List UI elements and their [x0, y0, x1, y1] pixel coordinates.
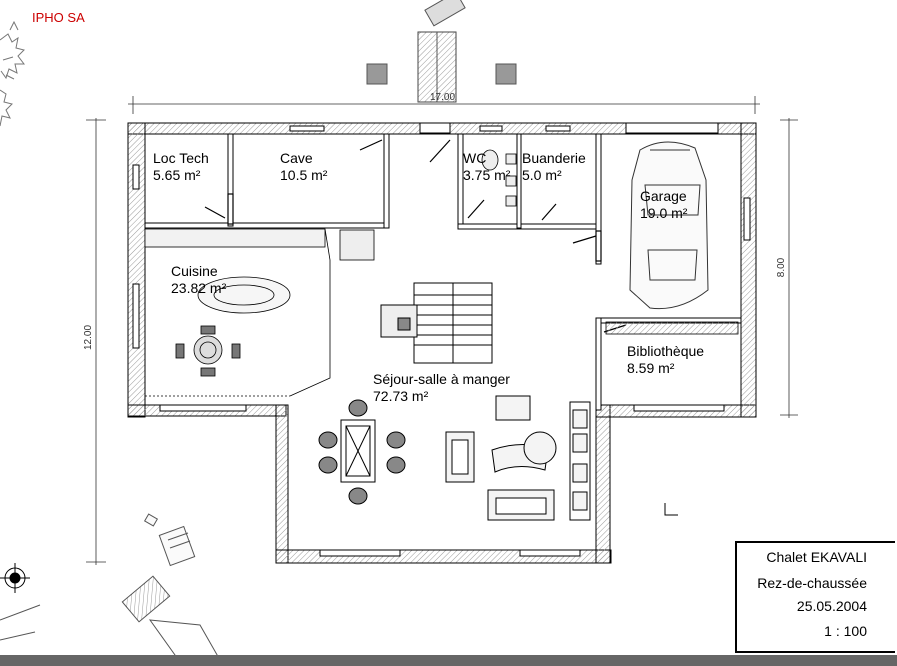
room-area: 23.82 m² — [171, 280, 227, 296]
room-area: 3.75 m² — [463, 167, 511, 183]
drawing-scale: 1 : 100 — [824, 623, 867, 639]
room-cave: Cave 10.5 m² — [280, 150, 327, 184]
dining-table — [318, 399, 406, 505]
room-name: WC — [463, 150, 487, 166]
room-name: Bibliothèque — [627, 343, 705, 359]
bottom-border — [0, 655, 897, 666]
dimension-top: 17.00 — [430, 92, 456, 103]
room-area: 5.65 m² — [153, 167, 201, 183]
doors — [204, 139, 627, 333]
room-area: 19.0 m² — [640, 205, 688, 221]
project-name: Chalet EKAVALI — [766, 549, 867, 565]
room-garage: Garage 19.0 m² — [640, 188, 687, 222]
windows — [132, 122, 751, 557]
room-name: Cuisine — [171, 263, 218, 279]
marker-l — [664, 503, 678, 516]
room-name: Séjour-salle à manger — [373, 371, 510, 387]
bookshelf — [605, 321, 739, 335]
title-block: Chalet EKAVALI Rez-de-chaussée 25.05.200… — [735, 541, 895, 653]
dimension-right: 8.00 — [776, 257, 788, 278]
room-area: 72.73 m² — [373, 388, 429, 404]
bench-top-icon — [366, 0, 517, 103]
tree-topleft-icon — [0, 20, 25, 127]
kitchen — [144, 228, 375, 397]
room-cuisine: Cuisine 23.82 m² — [171, 263, 226, 297]
room-loc-tech: Loc Tech 5.65 m² — [153, 150, 209, 184]
room-area: 8.59 m² — [627, 360, 675, 376]
room-bibliotheque: Bibliothèque 8.59 m² — [627, 343, 704, 377]
room-wc: WC 3.75 m² — [463, 150, 510, 184]
room-buanderie: Buanderie 5.0 m² — [522, 150, 586, 184]
level-name: Rez-de-chaussée — [757, 575, 867, 591]
fixtures — [481, 149, 517, 207]
dimension-left: 12.00 — [83, 324, 95, 351]
dimension-lines — [86, 96, 798, 565]
garden-chairs-icon — [0, 513, 221, 663]
room-area: 10.5 m² — [280, 167, 328, 183]
room-name: Cave — [280, 150, 313, 166]
room-name: Buanderie — [522, 150, 586, 166]
north-arrow-icon — [0, 563, 30, 593]
room-sejour: Séjour-salle à manger 72.73 m² — [373, 371, 510, 405]
room-area: 5.0 m² — [522, 167, 562, 183]
staircase — [380, 282, 493, 364]
car-icon — [629, 141, 709, 310]
room-name: Loc Tech — [153, 150, 209, 166]
living-room-furniture — [445, 395, 591, 521]
room-name: Garage — [640, 188, 687, 204]
drawing-date: 25.05.2004 — [796, 598, 867, 614]
company-name: IPHO SA — [32, 10, 85, 25]
